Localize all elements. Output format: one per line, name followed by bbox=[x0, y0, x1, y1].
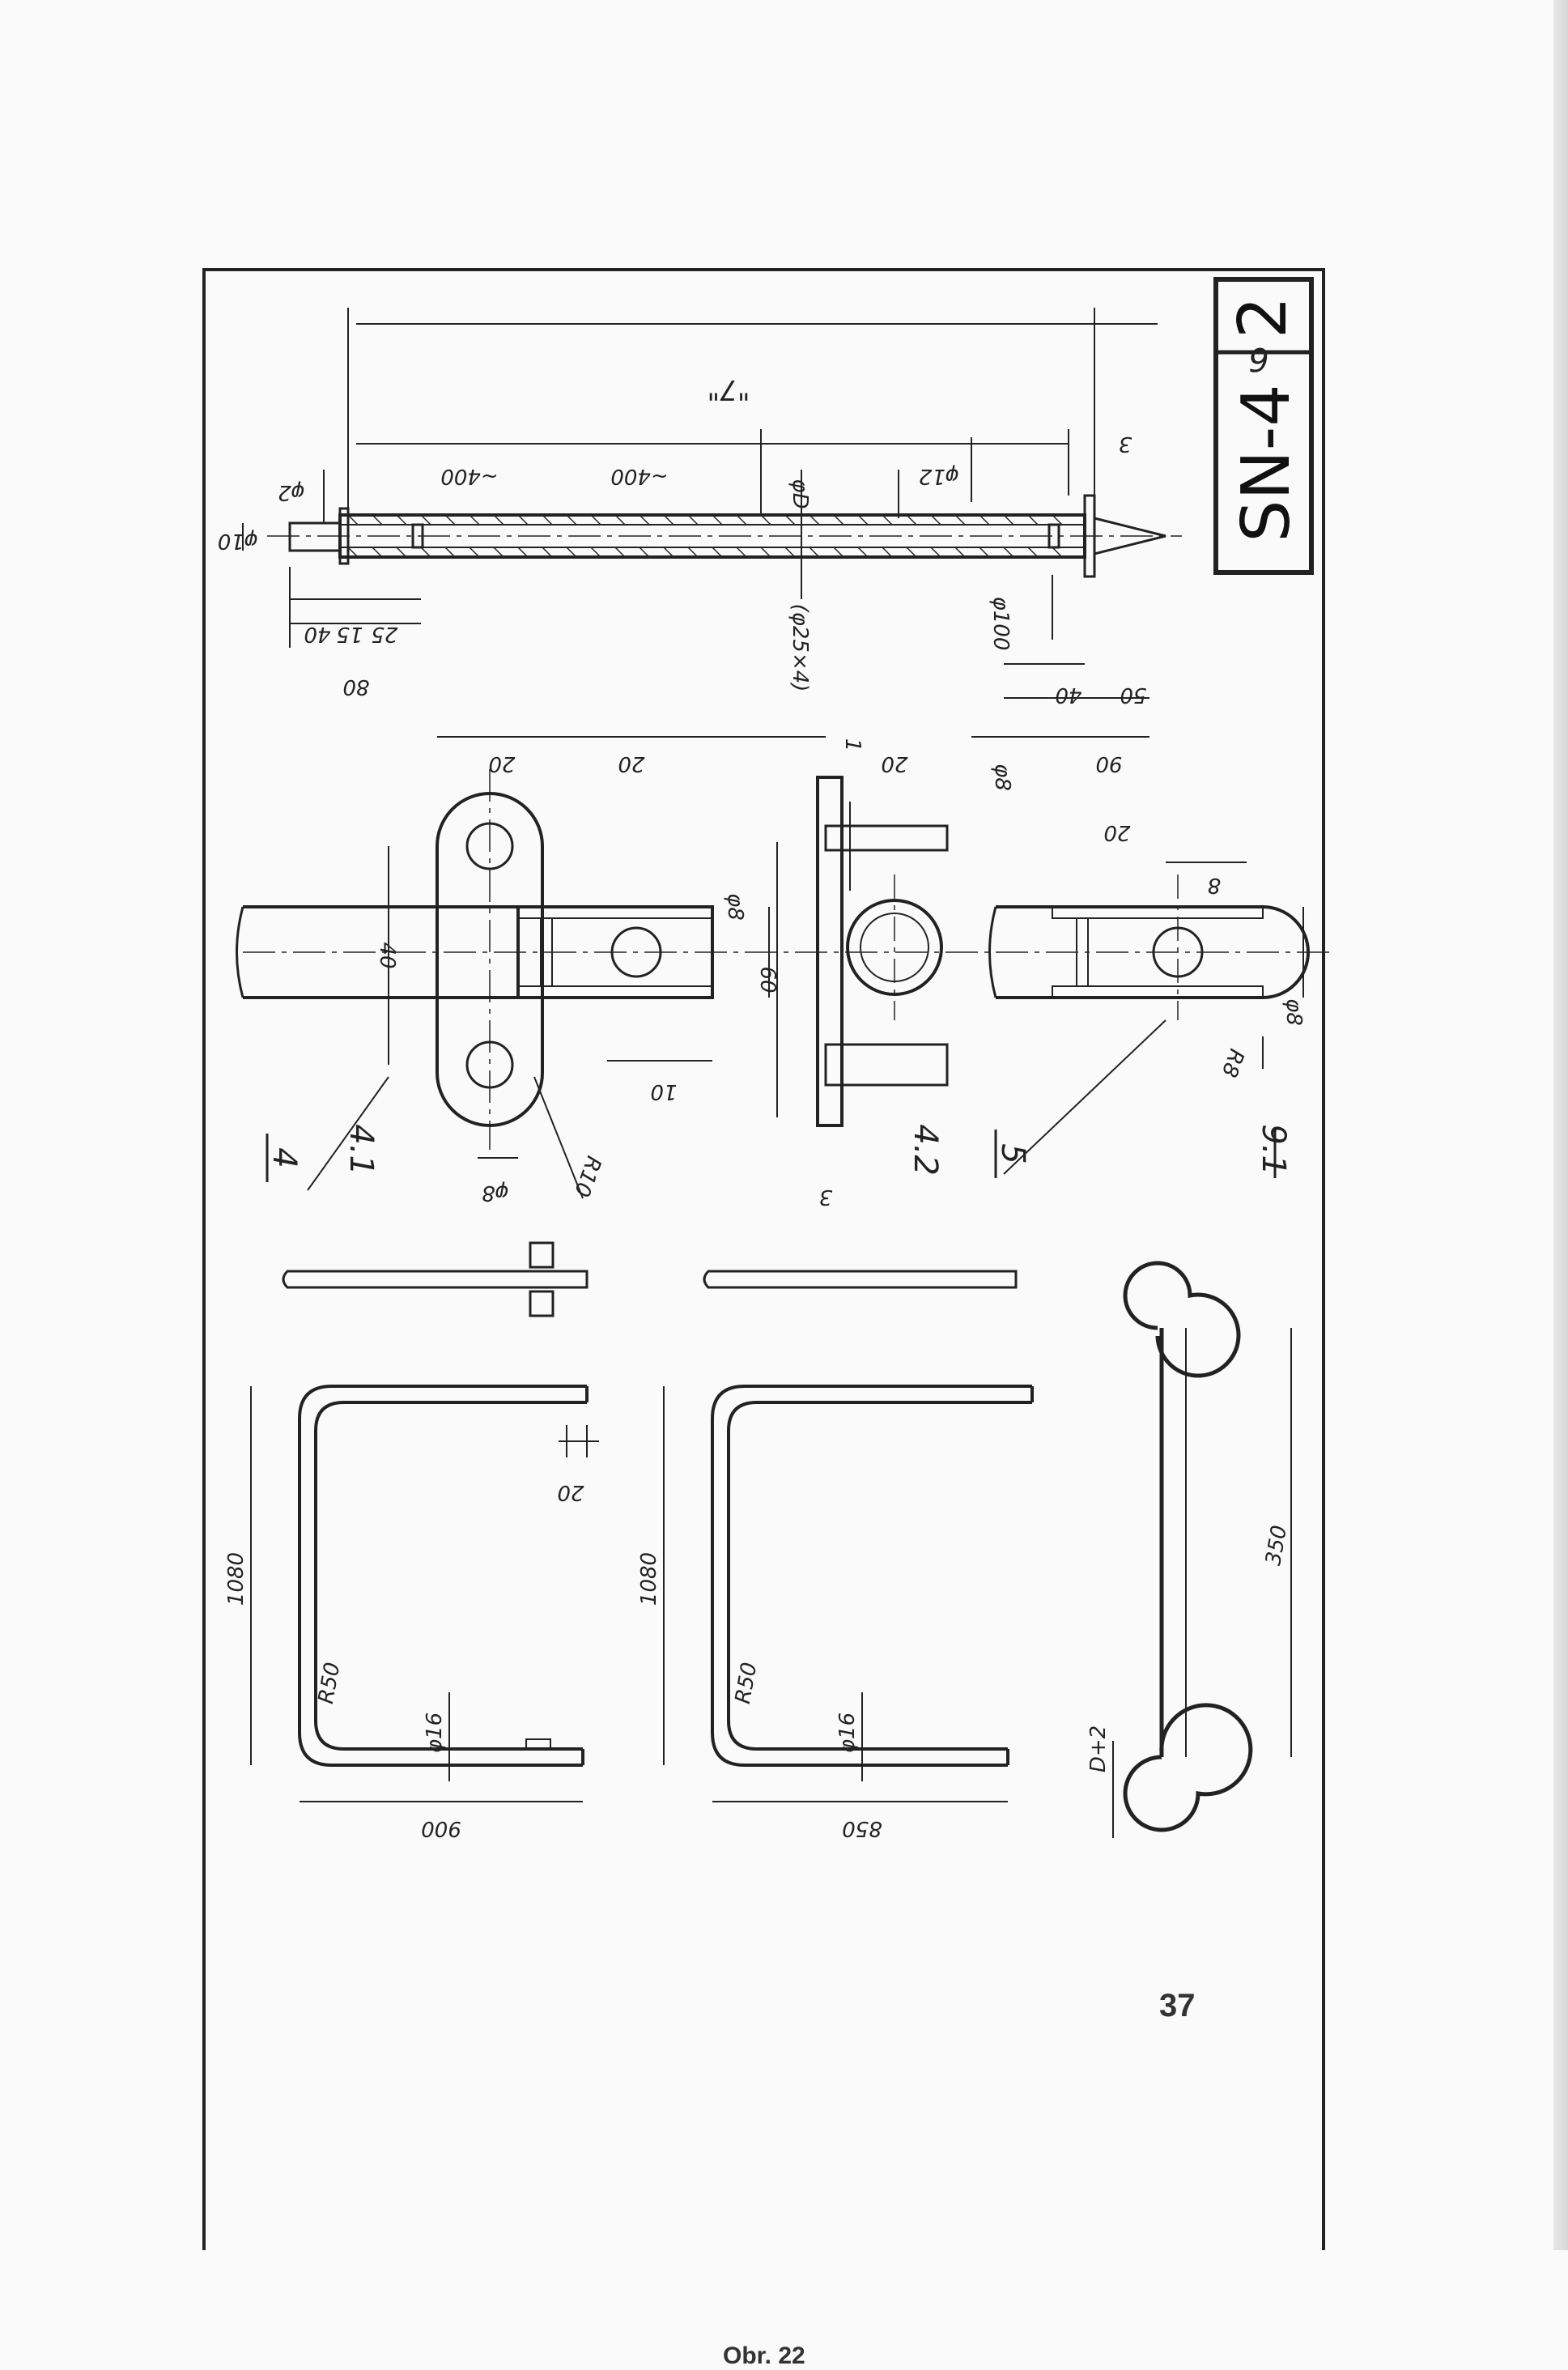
svg-text:R50: R50 bbox=[314, 1661, 345, 1706]
svg-text:60: 60 bbox=[755, 966, 780, 993]
svg-text:φ8: φ8 bbox=[723, 893, 747, 921]
svg-text:10: 10 bbox=[650, 1079, 677, 1104]
svg-text:25: 25 bbox=[371, 622, 397, 646]
figure-caption: Obr. 22 bbox=[723, 2342, 805, 2369]
svg-text:1080: 1080 bbox=[224, 1552, 249, 1606]
shaft-view bbox=[242, 308, 1182, 699]
svg-text:20: 20 bbox=[618, 751, 644, 776]
svg-text:D+2: D+2 bbox=[1086, 1725, 1111, 1772]
svg-text:(φ25×4): (φ25×4) bbox=[788, 604, 812, 692]
svg-text:15: 15 bbox=[336, 622, 363, 646]
svg-text:φ100: φ100 bbox=[988, 597, 1013, 651]
svg-text:1: 1 bbox=[840, 738, 865, 752]
svg-text:φ2: φ2 bbox=[278, 480, 305, 504]
hinge-labels: 20 20 20 90 20 8 40 60 φ8 φ8 1 10 φ8 R10… bbox=[266, 738, 1306, 1209]
svg-text:8: 8 bbox=[1208, 873, 1222, 897]
svg-text:20: 20 bbox=[488, 751, 515, 776]
frame-labels: 20 1080 R50 φ16 900 1080 R50 φ16 850 350… bbox=[224, 1480, 1292, 1840]
svg-text:20: 20 bbox=[881, 751, 907, 776]
svg-text:900: 900 bbox=[421, 1816, 461, 1840]
svg-text:R8: R8 bbox=[1217, 1045, 1249, 1080]
hinge-views bbox=[236, 736, 1336, 1199]
title-block: 2 SN-4 bbox=[1213, 277, 1314, 575]
svg-text:φ16: φ16 bbox=[423, 1713, 447, 1753]
svg-text:φD: φD bbox=[788, 479, 812, 508]
frame-views bbox=[250, 1241, 1292, 1838]
svg-text:850: 850 bbox=[842, 1816, 882, 1840]
svg-text:R50: R50 bbox=[731, 1661, 762, 1706]
svg-text:9.1: 9.1 bbox=[1255, 1124, 1292, 1176]
svg-text:40: 40 bbox=[304, 622, 330, 646]
svg-text:40: 40 bbox=[1055, 683, 1081, 707]
svg-text:φ8: φ8 bbox=[1281, 998, 1306, 1026]
svg-text:350: 350 bbox=[1261, 1524, 1292, 1568]
svg-text:4.2: 4.2 bbox=[907, 1124, 944, 1176]
svg-text:20: 20 bbox=[1103, 820, 1130, 845]
svg-text:φ8: φ8 bbox=[990, 764, 1014, 791]
svg-text:4: 4 bbox=[266, 1147, 303, 1168]
svg-text:3: 3 bbox=[1119, 432, 1132, 456]
svg-text:6: 6 bbox=[1248, 340, 1268, 377]
svg-text:1080: 1080 bbox=[637, 1552, 661, 1606]
svg-text:4.1: 4.1 bbox=[342, 1124, 380, 1176]
svg-text:3: 3 bbox=[819, 1185, 833, 1209]
title-code: SN-4 bbox=[1228, 384, 1305, 542]
svg-text:80: 80 bbox=[342, 674, 369, 699]
svg-text:5: 5 bbox=[994, 1143, 1031, 1164]
svg-text:~400: ~400 bbox=[610, 464, 668, 488]
sheet-number: 2 bbox=[1225, 296, 1302, 338]
svg-text:50: 50 bbox=[1120, 683, 1146, 707]
svg-text:φ8: φ8 bbox=[482, 1181, 509, 1205]
svg-text:φ10: φ10 bbox=[218, 529, 258, 553]
shaft-labels: "7" ~400 ~400 φ2 φ10 40 15 25 80 φD (φ25… bbox=[218, 340, 1269, 707]
svg-text:φ12: φ12 bbox=[919, 464, 959, 488]
svg-text:40: 40 bbox=[375, 942, 399, 968]
drawing-frame bbox=[202, 268, 1325, 2250]
svg-text:φ16: φ16 bbox=[835, 1713, 860, 1753]
svg-text:"7": "7" bbox=[708, 373, 750, 406]
page-edge bbox=[1553, 0, 1568, 2250]
svg-text:20: 20 bbox=[557, 1480, 584, 1504]
svg-text:~400: ~400 bbox=[440, 464, 498, 488]
page-number: 37 bbox=[1159, 1988, 1196, 2023]
svg-text:90: 90 bbox=[1095, 751, 1122, 776]
technical-drawing: 2 SN-4 bbox=[202, 268, 1336, 2250]
